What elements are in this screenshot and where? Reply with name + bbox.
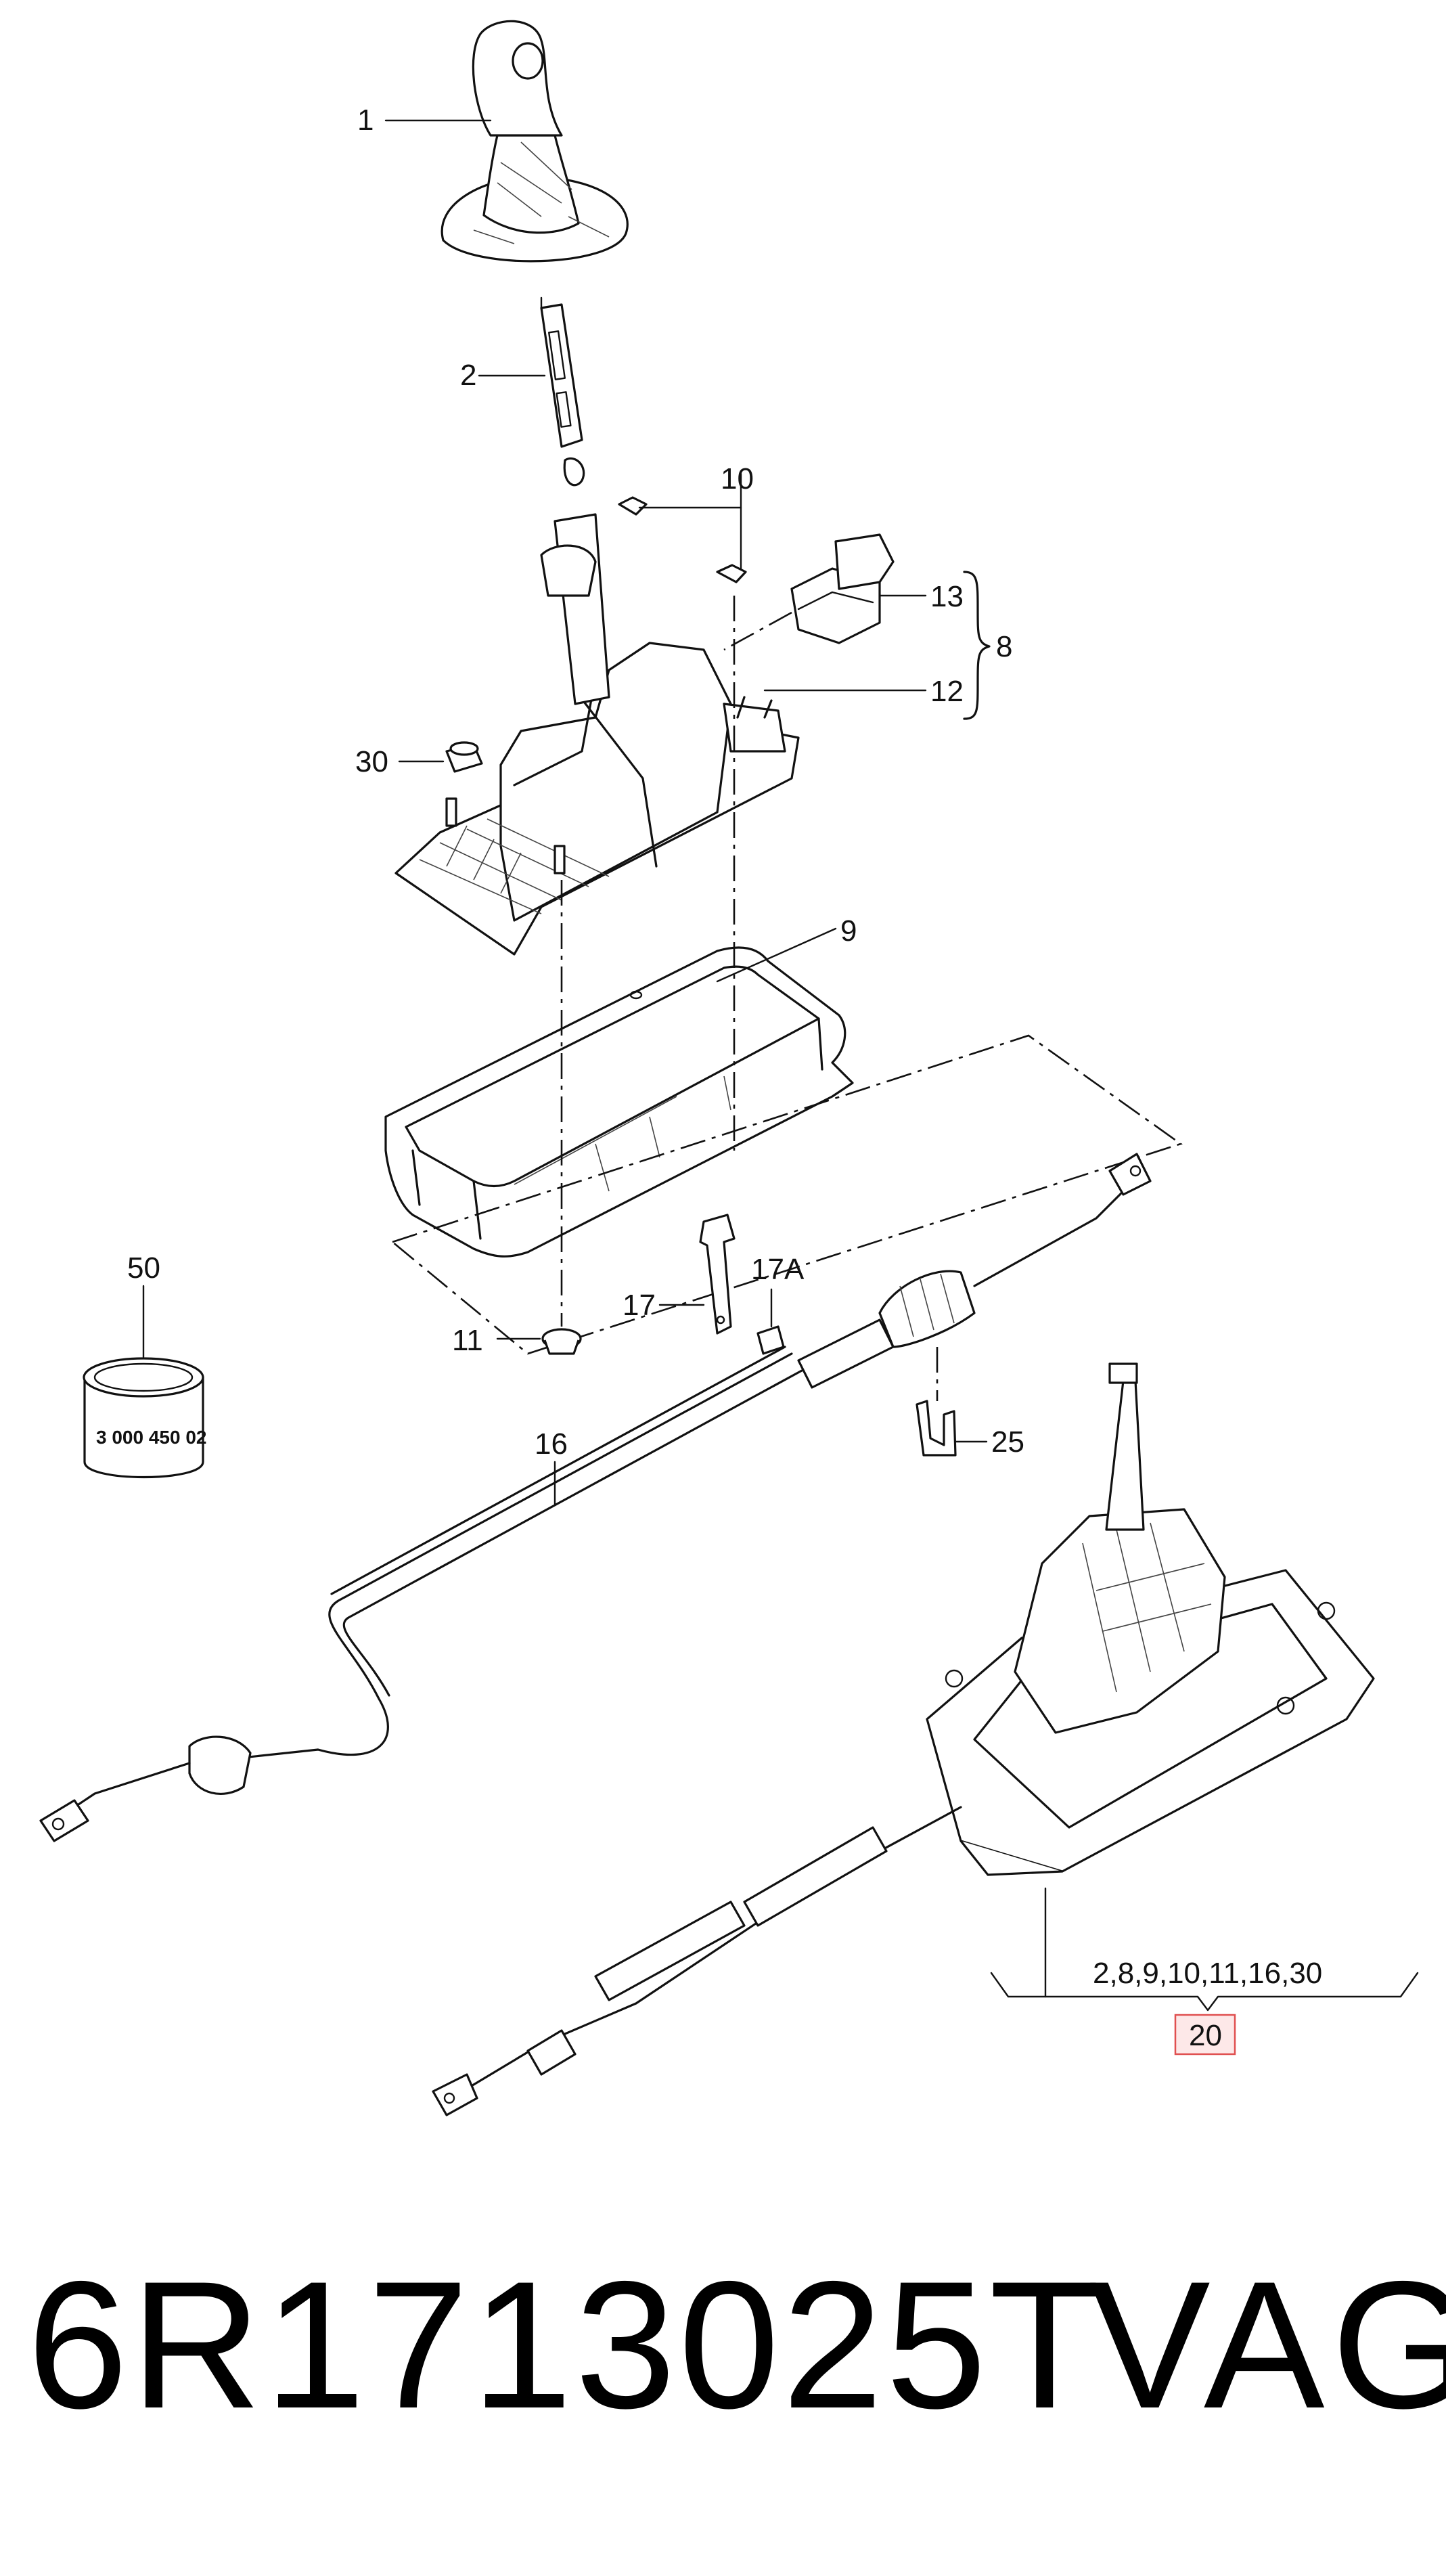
callout-17a: 17A [751, 1253, 805, 1286]
callout-8: 8 [996, 630, 1012, 663]
callout-9: 9 [840, 914, 857, 948]
selector-cable-16 [39, 1153, 1152, 1842]
gasket-frame-9 [384, 946, 854, 1258]
clip-lower [716, 564, 747, 583]
selector-assembly-20 [432, 1362, 1375, 2116]
switch-module [790, 533, 895, 644]
brand-label: VAG [1089, 2243, 1446, 2446]
bushing-stamp: 3 000 450 02 [96, 1427, 207, 1448]
callout-10: 10 [721, 462, 754, 495]
callout-17: 17 [623, 1289, 656, 1322]
clip-25 [916, 1400, 957, 1457]
clip-upper [618, 496, 648, 516]
callout-20-group: 2,8,9,10,11,16,30 [1093, 1957, 1322, 1990]
selector-mechanism [394, 513, 800, 956]
callout-30: 30 [355, 745, 388, 778]
callout-11: 11 [452, 1324, 483, 1357]
highlight-box-20 [1174, 2014, 1236, 2056]
callout-12: 12 [930, 675, 964, 708]
gear-knob-boot [440, 20, 629, 263]
bracket-17 [699, 1214, 736, 1335]
part-number: 6R1713025T [27, 2243, 1103, 2446]
callout-50: 50 [127, 1251, 160, 1285]
callout-1: 1 [357, 104, 374, 137]
grommet-11 [541, 1328, 582, 1355]
callout-20: 20 [1189, 2019, 1222, 2052]
bushing-50: 3 000 450 02 [83, 1357, 207, 1479]
callout-25: 25 [991, 1425, 1024, 1459]
callout-2: 2 [460, 359, 476, 392]
nut-30 [445, 741, 483, 773]
callout-16: 16 [535, 1427, 568, 1461]
callout-13: 13 [930, 580, 964, 613]
lever-insert [540, 303, 585, 487]
